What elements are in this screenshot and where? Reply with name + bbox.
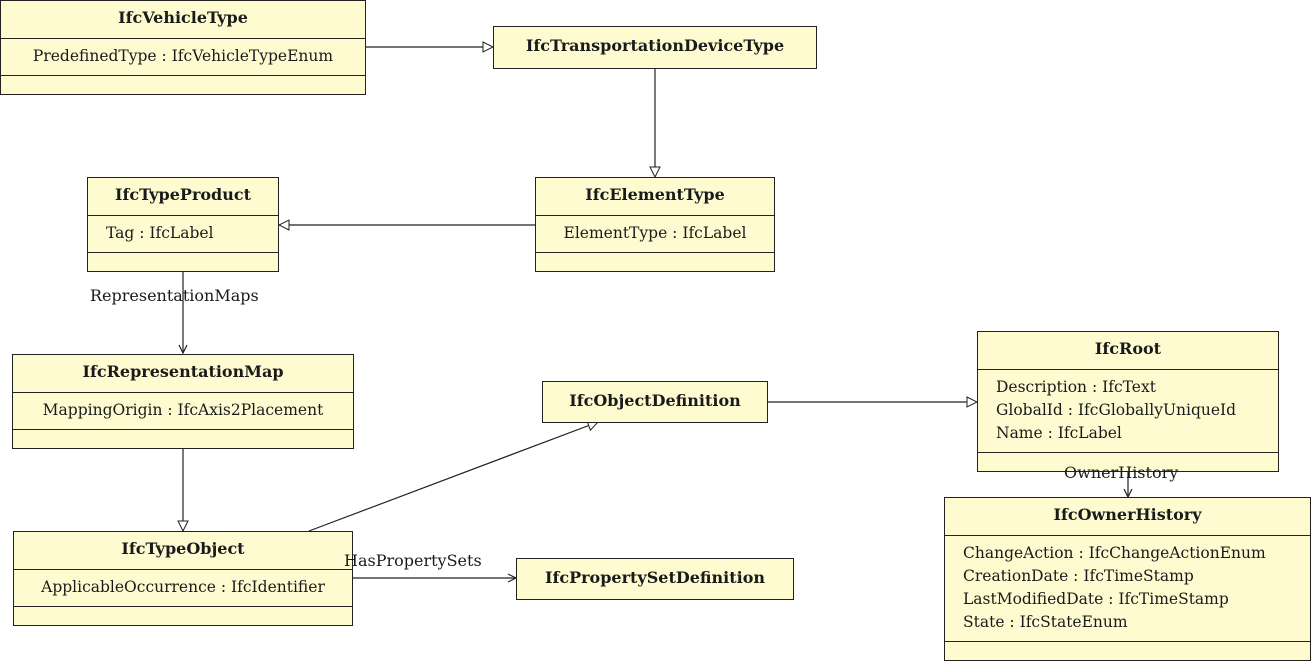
class-ifc-vehicle-type: IfcVehicleType PredefinedType : IfcVehic… bbox=[0, 0, 366, 95]
class-ifc-owner-history: IfcOwnerHistory ChangeAction : IfcChange… bbox=[944, 497, 1311, 661]
separator bbox=[88, 252, 278, 253]
separator bbox=[536, 215, 774, 216]
attribute: State : IfcStateEnum bbox=[963, 613, 1128, 631]
generalization-typeobject-to-objectdefinition bbox=[308, 422, 598, 532]
separator bbox=[978, 452, 1278, 453]
separator bbox=[13, 429, 353, 430]
attribute-list: MappingOrigin : IfcAxis2Placement bbox=[13, 399, 353, 422]
attribute-list: ElementType : IfcLabel bbox=[536, 222, 774, 245]
attribute: PredefinedType : IfcVehicleTypeEnum bbox=[32, 47, 334, 65]
attribute: Name : IfcLabel bbox=[996, 424, 1122, 442]
separator bbox=[14, 569, 352, 570]
attribute: MappingOrigin : IfcAxis2Placement bbox=[42, 401, 324, 419]
attribute: ChangeAction : IfcChangeActionEnum bbox=[963, 544, 1266, 562]
separator bbox=[945, 641, 1310, 642]
class-name: IfcElementType bbox=[585, 185, 725, 204]
class-name: IfcVehicleType bbox=[118, 8, 248, 27]
class-name: IfcOwnerHistory bbox=[1053, 505, 1202, 524]
class-name: IfcTransportationDeviceType bbox=[525, 36, 785, 55]
class-ifc-type-object: IfcTypeObject ApplicableOccurrence : Ifc… bbox=[13, 531, 353, 626]
separator bbox=[13, 392, 353, 393]
class-ifc-element-type: IfcElementType ElementType : IfcLabel bbox=[535, 177, 775, 272]
separator bbox=[1, 75, 365, 76]
class-ifc-transportation-device-type: IfcTransportationDeviceType bbox=[493, 26, 817, 69]
attribute: CreationDate : IfcTimeStamp bbox=[963, 567, 1194, 585]
separator bbox=[1, 38, 365, 39]
association-label-representation-maps: RepresentationMaps bbox=[90, 286, 259, 305]
attribute-list: ApplicableOccurrence : IfcIdentifier bbox=[14, 576, 352, 599]
separator bbox=[536, 252, 774, 253]
association-label-has-property-sets: HasPropertySets bbox=[344, 551, 482, 570]
attribute: ElementType : IfcLabel bbox=[563, 224, 747, 242]
attribute: LastModifiedDate : IfcTimeStamp bbox=[963, 590, 1229, 608]
attribute-list: PredefinedType : IfcVehicleTypeEnum bbox=[1, 45, 365, 68]
attribute: Description : IfcText bbox=[996, 378, 1156, 396]
association-label-owner-history: OwnerHistory bbox=[1064, 463, 1179, 482]
separator bbox=[945, 535, 1310, 536]
attribute: ApplicableOccurrence : IfcIdentifier bbox=[41, 578, 325, 596]
class-ifc-representation-map: IfcRepresentationMap MappingOrigin : Ifc… bbox=[12, 354, 354, 449]
class-name: IfcObjectDefinition bbox=[569, 391, 741, 410]
class-ifc-type-product: IfcTypeProduct Tag : IfcLabel bbox=[87, 177, 279, 272]
attribute-list: Tag : IfcLabel bbox=[88, 222, 278, 245]
class-ifc-object-definition: IfcObjectDefinition bbox=[542, 381, 768, 423]
attribute-list: Description : IfcText GlobalId : IfcGlob… bbox=[978, 376, 1278, 445]
separator bbox=[88, 215, 278, 216]
class-ifc-root: IfcRoot Description : IfcText GlobalId :… bbox=[977, 331, 1279, 472]
attribute: GlobalId : IfcGloballyUniqueId bbox=[996, 401, 1237, 419]
class-name: IfcPropertySetDefinition bbox=[544, 568, 766, 587]
attribute: Tag : IfcLabel bbox=[106, 224, 214, 242]
class-name: IfcRoot bbox=[1094, 339, 1162, 358]
class-ifc-property-set-definition: IfcPropertySetDefinition bbox=[516, 558, 794, 600]
class-name: IfcRepresentationMap bbox=[82, 362, 284, 381]
separator bbox=[978, 369, 1278, 370]
class-name: IfcTypeObject bbox=[121, 539, 245, 558]
separator bbox=[14, 606, 352, 607]
class-name: IfcTypeProduct bbox=[114, 185, 251, 204]
attribute-list: ChangeAction : IfcChangeActionEnum Creat… bbox=[945, 542, 1310, 634]
